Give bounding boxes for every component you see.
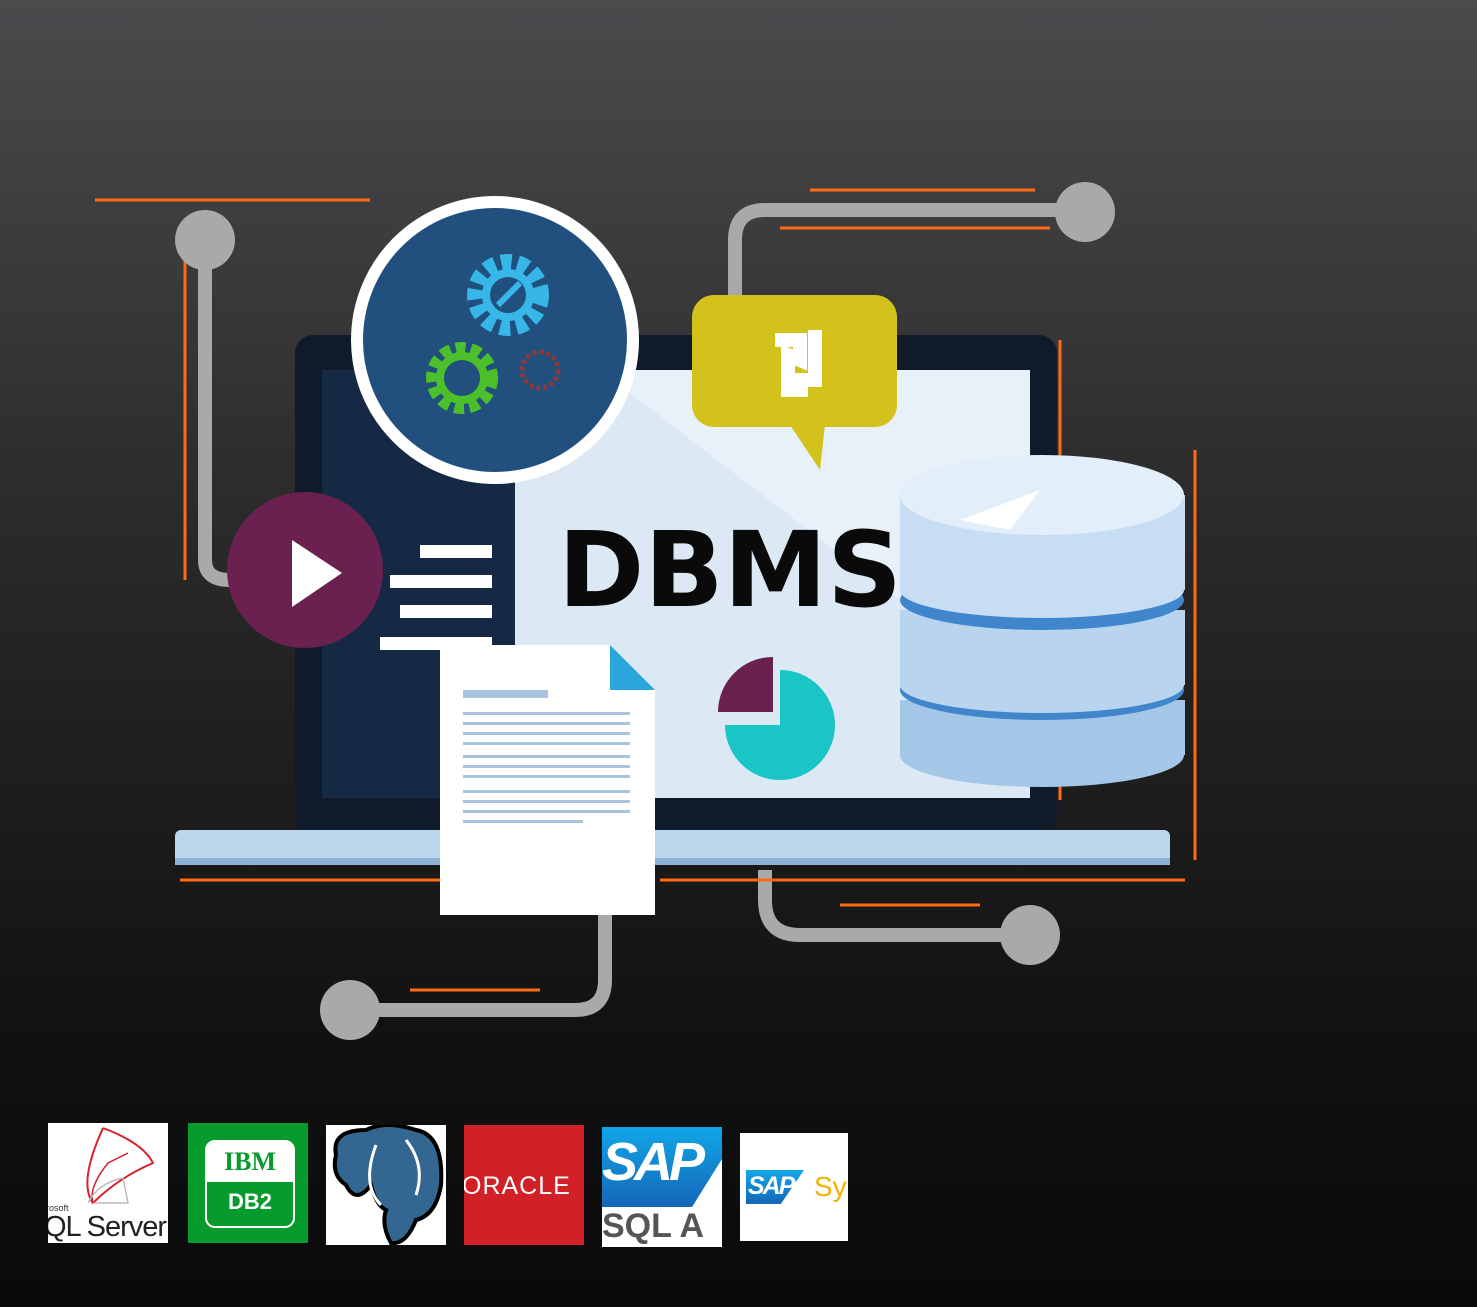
logo-sap-sql-anywhere: SAP SQL A	[602, 1127, 722, 1247]
play-icon	[227, 492, 383, 648]
logo-ibm-db2: IBM DB2	[188, 1123, 308, 1243]
settings-gears-icon	[351, 196, 639, 484]
oracle-text: ORACLE	[464, 1172, 571, 1200]
logo-text-small: rosoft	[48, 1203, 69, 1213]
sap-text: SAP	[602, 1132, 705, 1192]
ibm-text: IBM	[224, 1147, 276, 1176]
sync-chat-bubble-icon	[692, 295, 897, 470]
pie-chart-icon	[718, 657, 835, 780]
sap-text: SAP	[748, 1172, 795, 1200]
connector-lines	[198, 203, 1085, 1017]
database-icon	[900, 455, 1185, 787]
connector-nodes	[175, 182, 1115, 1040]
dbms-title: DBMS	[558, 509, 902, 631]
logo-sap-sybase: SAP Sy	[740, 1133, 848, 1241]
sybase-text: Sy	[814, 1171, 847, 1202]
sql-server-icon	[86, 1127, 155, 1205]
document-icon	[440, 645, 655, 915]
logo-oracle: ORACLE	[464, 1125, 584, 1245]
menu-lines-icon	[380, 545, 492, 650]
db2-text: DB2	[227, 1189, 272, 1214]
sql-anywhere-text: SQL A	[602, 1207, 705, 1245]
postgresql-elephant-icon	[332, 1125, 444, 1245]
logo-postgresql	[326, 1125, 446, 1245]
logo-sql-server: rosoft QL Server	[48, 1123, 168, 1243]
logo-text: QL Server	[48, 1211, 167, 1243]
